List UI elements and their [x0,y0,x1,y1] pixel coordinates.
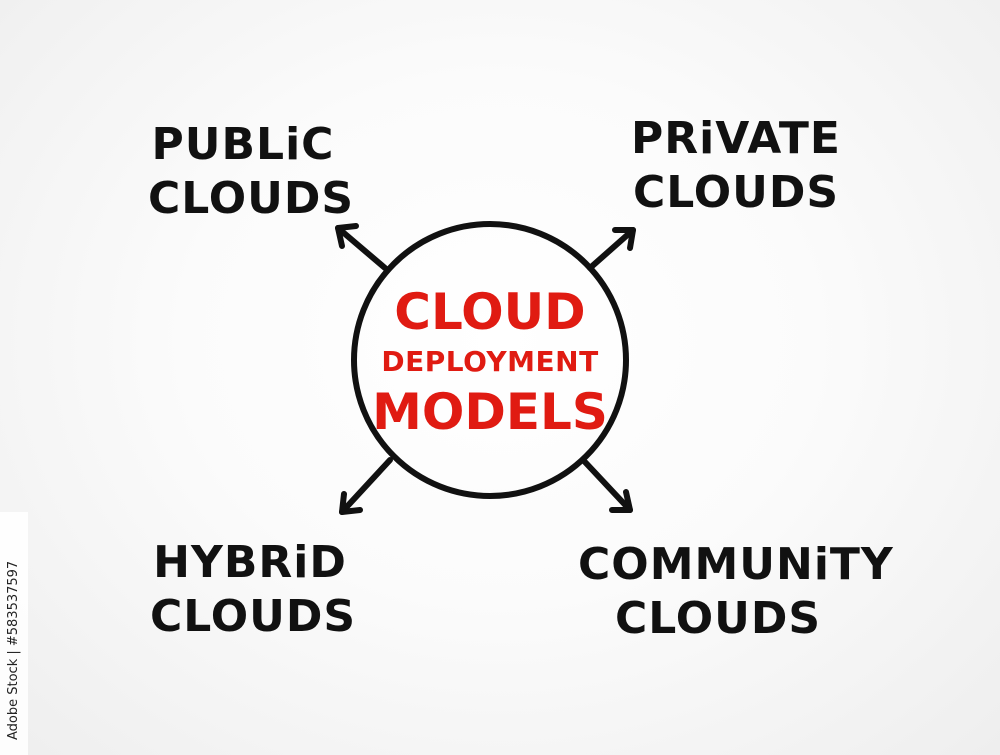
private-clouds-label: PRiVATE CLOUDS [626,112,846,220]
watermark-strip [0,512,28,755]
hybrid-clouds-line-1: HYBRiD [153,537,347,588]
arrow-to-public [335,223,388,271]
public-clouds-line-2: CLOUDS [148,173,355,224]
public-clouds-line-1: PUBLiC [151,119,335,170]
hybrid-clouds-label: HYBRiD CLOUDS [150,536,357,644]
center-title-line-2: DEPLOYMENT [381,345,599,378]
center-title-line-1: CLOUD [394,283,586,341]
arrow-to-community [582,459,633,513]
private-clouds-line-2: CLOUDS [632,167,840,218]
hybrid-clouds-line-2: CLOUDS [150,591,357,642]
center-title-line-3: MODELS [372,383,608,441]
community-clouds-line-2: CLOUDS [614,593,822,644]
stock-watermark-id: Adobe Stock | #583537597 [6,560,21,740]
center-circle [351,221,629,499]
center-title: CLOUD DEPLOYMENT MODELS [370,282,610,442]
community-clouds-label: COMMUNiTY CLOUDS [578,538,894,646]
arrow-to-hybrid [339,457,393,515]
public-clouds-label: PUBLiC CLOUDS [148,118,355,226]
community-clouds-line-1: COMMUNiTY [578,539,894,590]
private-clouds-line-1: PRiVATE [631,113,841,164]
arrow-to-private [587,227,636,271]
